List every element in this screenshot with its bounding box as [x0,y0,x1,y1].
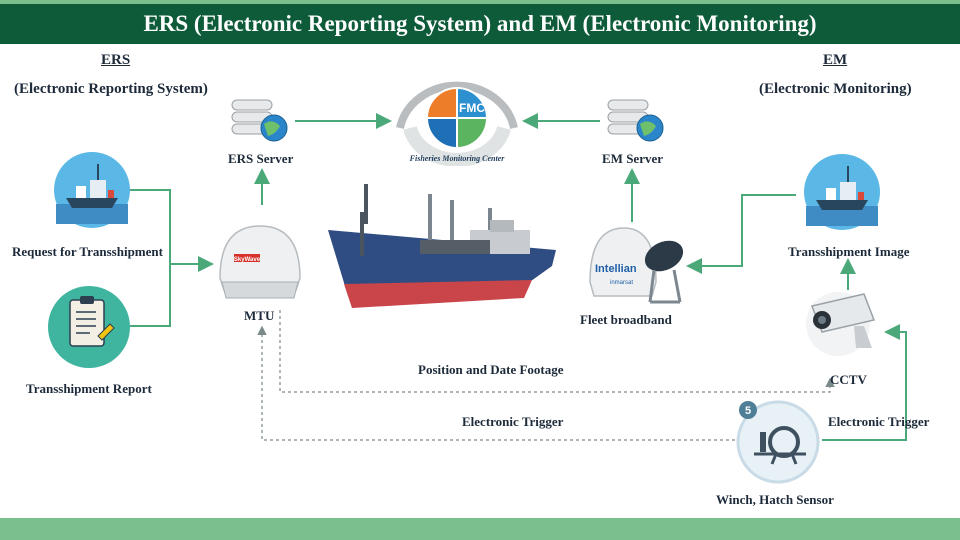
page-title: ERS (Electronic Reporting System) and EM… [0,4,960,44]
request-label: Request for Transshipment [12,244,163,259]
fleet-brand-text: Intellian [595,263,637,275]
link-report-to-mtu [130,264,171,327]
ers-subheading: (Electronic Reporting System) [14,81,208,97]
footer-bar [0,518,960,540]
winch-badge-text: 5 [745,405,751,417]
link-winch-to-cctv [822,324,907,441]
ers-server-label: ERS Server [228,151,294,166]
fmc-ring-text: Fisheries Monitoring Center [409,154,506,163]
clipboard-icon [46,284,132,375]
em-server-label: EM Server [602,151,664,166]
report-label: Transshipment Report [26,381,152,396]
electronic-trigger-left-label: Electronic Trigger [462,414,564,429]
fleet-broadband-antenna: Intellian inmarsat [584,222,694,313]
mtu-brand-text: SkyWave [234,257,261,263]
link-request-to-mtu [130,189,171,264]
mtu-label: MTU [244,308,275,323]
fleet-label: Fleet broadband [580,312,672,327]
fmc-logo: FMC Fisheries Monitoring Center [392,66,522,171]
satellite-dome-icon: SkyWave [212,218,308,315]
link-image-to-fleet [686,194,796,274]
cctv-label: CCTV [830,372,867,387]
winch-label: Winch, Hatch Sensor [716,492,834,507]
em-heading: EM [823,52,848,68]
ers-server-icon [228,96,292,149]
fleet-sub-text: inmarsat [610,280,633,286]
fmc-logo-text: FMC [459,101,485,115]
cargo-ship-image [324,180,564,317]
electronic-trigger-right-label: Electronic Trigger [828,414,930,429]
ship-icon [802,152,882,237]
link-position-footage [279,310,835,393]
image-label: Transshipment Image [788,244,910,259]
ers-heading: ERS [101,52,131,68]
link-electronic-trigger [257,325,735,441]
ship-icon [52,150,132,235]
em-server-icon [604,96,668,149]
top-accent-bar [0,0,960,4]
position-footage-label: Position and Date Footage [418,362,564,377]
cctv-camera-icon [802,286,892,365]
winch-icon: 5 [732,398,824,489]
em-subheading: (Electronic Monitoring) [759,81,912,97]
